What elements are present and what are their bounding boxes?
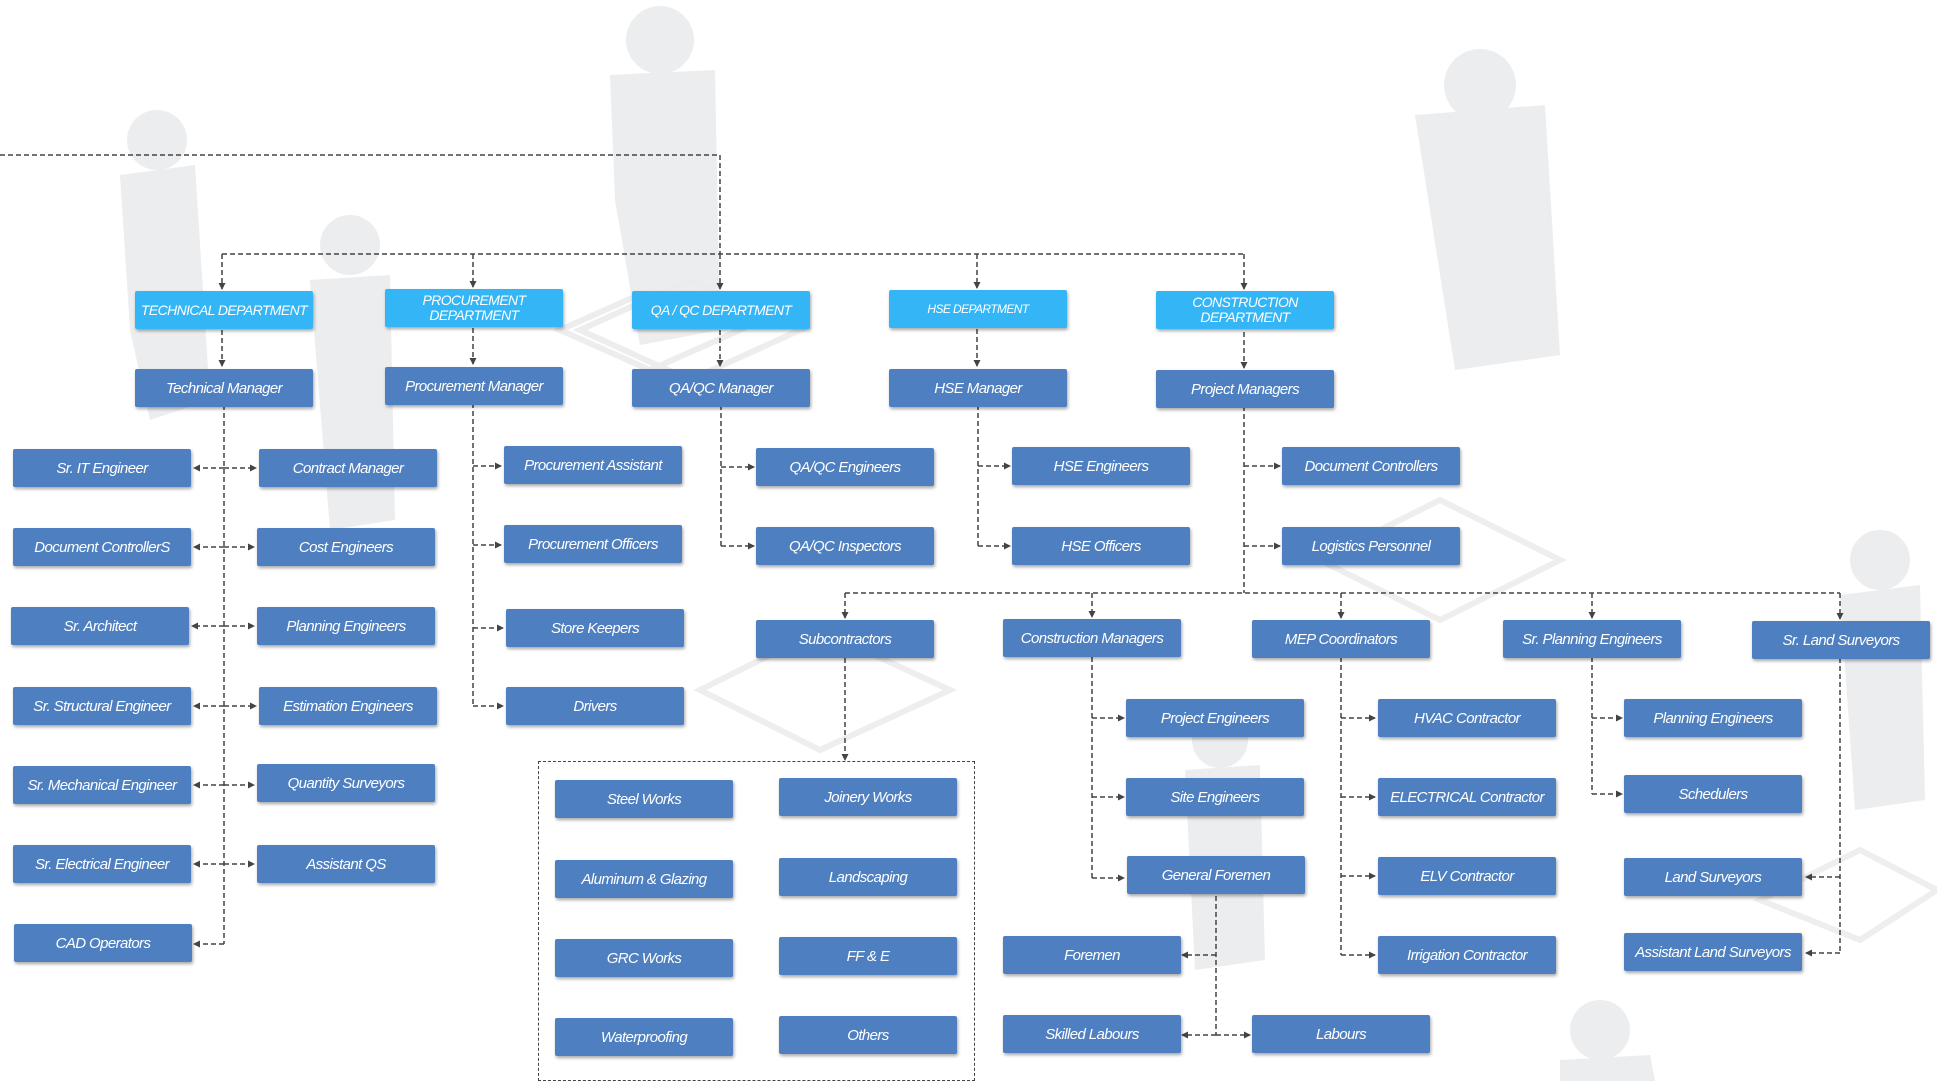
landscaping-box: Landscaping	[779, 858, 957, 896]
cost-engineers-box: Cost Engineers	[257, 528, 435, 566]
quantity-surveyors-box: Quantity Surveyors	[257, 764, 435, 802]
grc-works-box: GRC Works	[555, 939, 733, 977]
subcontractors-box: Subcontractors	[756, 620, 934, 658]
qaqc-department-box: QA / QC DEPARTMENT	[632, 291, 810, 329]
sr-electrical-engineer-box: Sr. Electrical Engineer	[13, 845, 191, 883]
logistics-personnel-box: Logistics Personnel	[1282, 527, 1460, 565]
schedulers-box: Schedulers	[1624, 775, 1802, 813]
construction-department-box: CONSTRUCTION DEPARTMENT	[1156, 291, 1334, 329]
technical-manager-box: Technical Manager	[135, 369, 313, 407]
person-silhouette	[1415, 49, 1560, 370]
hse-department-box: HSE DEPARTMENT	[889, 290, 1067, 328]
construction-document-controllers-box: Document Controllers	[1282, 447, 1460, 485]
hse-engineers-box: HSE Engineers	[1012, 447, 1190, 485]
hvac-contractor-box: HVAC Contractor	[1378, 699, 1556, 737]
estimation-engineers-box: Estimation Engineers	[259, 687, 437, 725]
irrigation-contractor-box: Irrigation Contractor	[1378, 936, 1556, 974]
qaqc-manager-box: QA/QC Manager	[632, 369, 810, 407]
hse-manager-box: HSE Manager	[889, 369, 1067, 407]
hse-officers-box: HSE Officers	[1012, 527, 1190, 565]
waterproofing-box: Waterproofing	[555, 1018, 733, 1056]
sr-land-surveyors-box: Sr. Land Surveyors	[1752, 621, 1930, 659]
store-keepers-box: Store Keepers	[506, 609, 684, 647]
project-managers-box: Project Managers	[1156, 370, 1334, 408]
person-silhouette	[1560, 1000, 1655, 1081]
skilled-labours-box: Skilled Labours	[1003, 1015, 1181, 1053]
document-controllers-box: Document ControllerS	[13, 528, 191, 566]
site-engineers-box: Site Engineers	[1126, 778, 1304, 816]
aluminum-glazing-box: Aluminum & Glazing	[555, 860, 733, 898]
floor-tile	[552, 286, 748, 374]
sr-architect-box: Sr. Architect	[11, 607, 189, 645]
procurement-officers-box: Procurement Officers	[504, 525, 682, 563]
sr-planning-engineers-box: Sr. Planning Engineers	[1503, 620, 1681, 658]
construction-managers-box: Construction Managers	[1003, 619, 1181, 657]
labours-box: Labours	[1252, 1015, 1430, 1053]
drivers-box: Drivers	[506, 687, 684, 725]
sr-it-engineer-box: Sr. IT Engineer	[13, 449, 191, 487]
assistant-land-surveyors-box: Assistant Land Surveyors	[1624, 933, 1802, 971]
elv-contractor-box: ELV Contractor	[1378, 857, 1556, 895]
foremen-box: Foremen	[1003, 936, 1181, 974]
procurement-manager-box: Procurement Manager	[385, 367, 563, 405]
procurement-department-box: PROCUREMENT DEPARTMENT	[385, 289, 563, 327]
qaqc-engineers-box: QA/QC Engineers	[756, 448, 934, 486]
technical-department-box: TECHNICAL DEPARTMENT	[135, 291, 313, 329]
others-box: Others	[779, 1016, 957, 1054]
joinery-works-box: Joinery Works	[779, 778, 957, 816]
mep-coordinators-box: MEP Coordinators	[1252, 620, 1430, 658]
land-surveyors-box: Land Surveyors	[1624, 858, 1802, 896]
person-silhouette	[610, 6, 720, 345]
project-engineers-box: Project Engineers	[1126, 699, 1304, 737]
floor-tile	[1752, 846, 1937, 944]
general-foremen-box: General Foremen	[1127, 856, 1305, 894]
planning-engineers-box: Planning Engineers	[257, 607, 435, 645]
qaqc-inspectors-box: QA/QC Inspectors	[756, 527, 934, 565]
assistant-qs-box: Assistant QS	[257, 845, 435, 883]
sr-mechanical-engineer-box: Sr. Mechanical Engineer	[13, 766, 191, 804]
sr-structural-engineer-box: Sr. Structural Engineer	[13, 687, 191, 725]
floor-tile	[1313, 496, 1567, 624]
electrical-contractor-box: ELECTRICAL Contractor	[1378, 778, 1556, 816]
ff-e-box: FF & E	[779, 937, 957, 975]
procurement-assistant-box: Procurement Assistant	[504, 446, 682, 484]
contract-manager-box: Contract Manager	[259, 449, 437, 487]
cad-operators-box: CAD Operators	[14, 924, 192, 962]
steel-works-box: Steel Works	[555, 780, 733, 818]
planning-engineers-sub-box: Planning Engineers	[1624, 699, 1802, 737]
